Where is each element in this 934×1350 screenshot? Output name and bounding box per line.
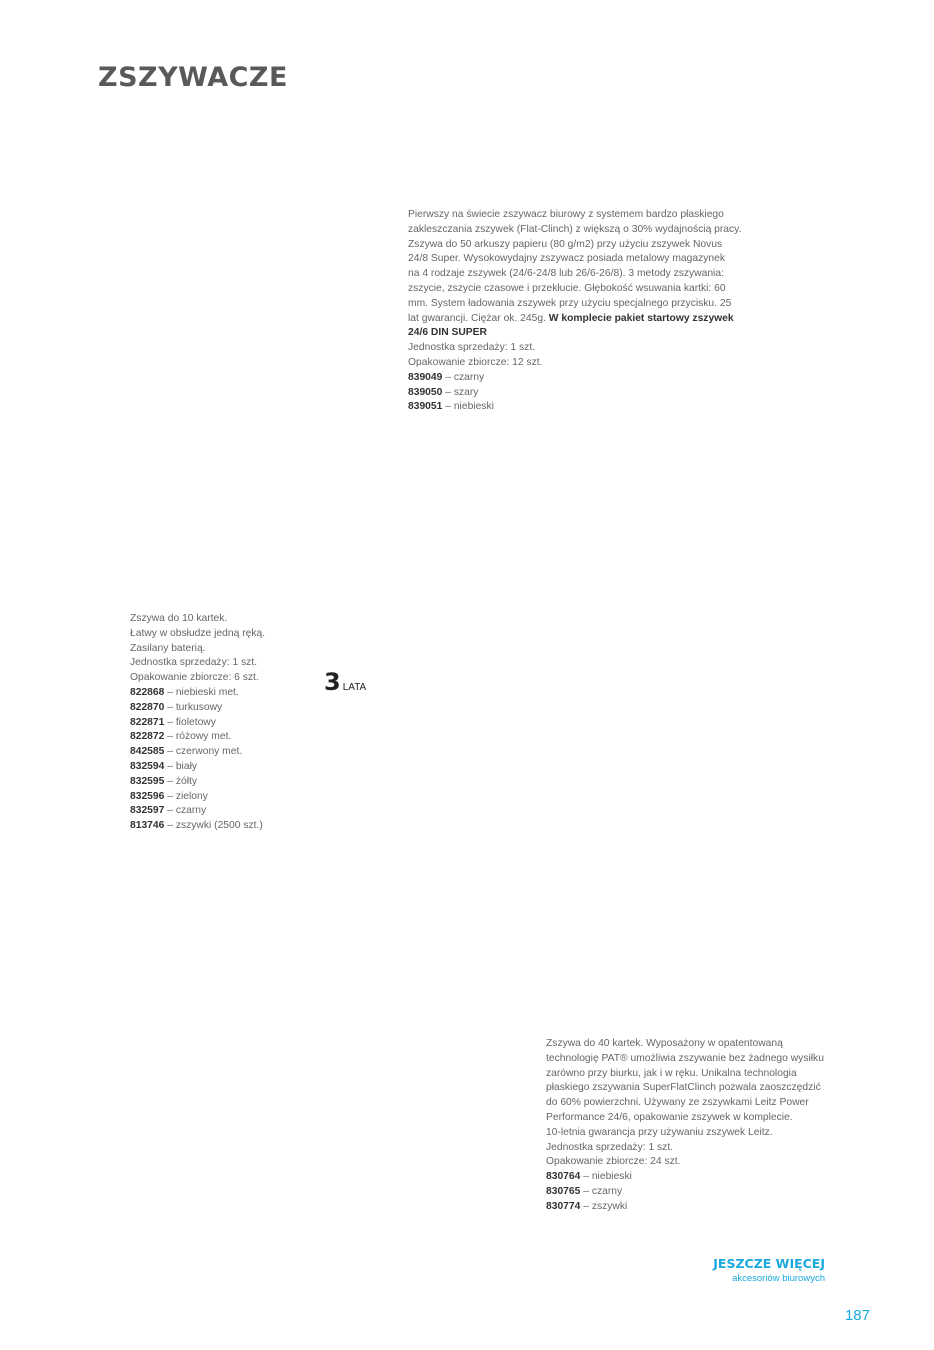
variant-label: – fioletowy [164, 716, 216, 728]
product-code: 839050 [408, 386, 443, 398]
variant-row: 842585 – czerwony met. [130, 745, 300, 760]
product-code: 830764 [546, 1171, 581, 1183]
variant-row: 832597 – czarny [130, 804, 300, 819]
warranty-unit: LATA [342, 682, 367, 693]
desc-line: Zszywa do 10 kartek. [130, 613, 228, 624]
variant-label: – różowy met. [164, 731, 232, 743]
variant-label: – czerwony met. [164, 746, 243, 758]
desc-line: lat gwarancji. Ciężar ok. 245g. W komple… [408, 312, 748, 327]
product-code: 830774 [546, 1200, 581, 1212]
bulk-pack: Opakowanie zbiorcze: 24 szt. [546, 1156, 681, 1168]
desc-line: mm. System ładowania zszywek przy użyciu… [408, 297, 732, 309]
variant-row: 839049 – czarny [408, 371, 748, 386]
variant-row: 830765 – czarny [546, 1185, 836, 1200]
warranty-number: 3 [324, 668, 341, 696]
product-code: 832596 [130, 790, 165, 802]
product-code: 832595 [130, 775, 165, 787]
desc-line: Łatwy w obsłudze jedną ręką. [130, 627, 266, 639]
unit-sale: Jednostka sprzedaży: 1 szt. [546, 1141, 674, 1153]
page-number: 187 [844, 1307, 870, 1324]
more-accessories-link[interactable]: JESZCZE WIĘCEJ [713, 1256, 825, 1271]
variant-row: 832596 – zielony [130, 790, 300, 805]
product-code: 822868 [130, 686, 165, 698]
unit-sale: Jednostka sprzedaży: 1 szt. [130, 657, 258, 669]
variant-row: 839051 – niebieski [408, 400, 748, 415]
desc-line: Pierwszy na świecie zszywacz biurowy z s… [408, 209, 724, 220]
kit-info-continuation: 24/6 DIN SUPER [408, 327, 487, 339]
bulk-pack: Opakowanie zbiorcze: 12 szt. [408, 356, 543, 368]
more-accessories-subtitle: akcesoriów biurowych [732, 1273, 825, 1284]
variant-label: – zszywki [580, 1200, 628, 1212]
variant-label: – turkusowy [164, 701, 223, 713]
desc-line: 10-letnia gwarancja przy używaniu zszywe… [546, 1126, 773, 1138]
desc-line: technologię PAT® umożliwia zszywanie bez… [546, 1052, 824, 1064]
desc-line: zakleszczania zszywek (Flat-Clinch) z wi… [408, 223, 742, 235]
variant-row: 830764 – niebieski [546, 1170, 836, 1185]
product-code: 830765 [546, 1185, 581, 1197]
product-description-3: Zszywa do 40 kartek. Wyposażony w opaten… [546, 1037, 836, 1215]
variant-label: – czarny [442, 371, 485, 383]
product-code: 839049 [408, 371, 443, 383]
variant-row: 832595 – żółty [130, 775, 300, 790]
desc-line: Zszywa do 40 kartek. Wyposażony w opaten… [546, 1038, 783, 1049]
product-code: 813746 [130, 820, 165, 832]
desc-line: na 4 rodzaje zszywek (24/6-24/8 lub 26/6… [408, 268, 724, 280]
variant-row: 822872 – różowy met. [130, 730, 300, 745]
product-description-1: Pierwszy na świecie zszywacz biurowy z s… [408, 208, 748, 415]
kit-info: W komplecie pakiet startowy zszywek [548, 312, 734, 324]
variant-label: – żółty [164, 775, 197, 787]
product-code: 822870 [130, 701, 165, 713]
variant-label: – niebieski met. [164, 686, 239, 698]
variant-label: – biały [164, 760, 198, 772]
page-title: ZSZYWACZE [98, 62, 288, 93]
desc-line: 24/8 Super. Wysokowydajny zszywacz posia… [408, 253, 725, 265]
variant-row: 822871 – fioletowy [130, 716, 300, 731]
desc-line: zszycie, zszycie czasowe i przekłucie. G… [408, 282, 726, 294]
variant-label: – zszywki (2500 szt.) [164, 820, 263, 832]
variant-label: – czarny [164, 805, 207, 817]
variant-label: – szary [442, 386, 479, 398]
product-code: 839051 [408, 401, 443, 413]
variant-label: – niebieski [442, 401, 494, 413]
product-code: 832597 [130, 805, 165, 817]
variant-label: – zielony [164, 790, 208, 802]
desc-line: Zszywa do 50 arkuszy papieru (80 g/m2) p… [408, 238, 723, 250]
variant-row: 813746 – zszywki (2500 szt.) [130, 819, 300, 834]
variant-row: 822870 – turkusowy [130, 701, 300, 716]
desc-text: lat gwarancji. Ciężar ok. 245g. [408, 312, 549, 324]
product-description-2: Zszywa do 10 kartek. Łatwy w obsłudze je… [130, 612, 300, 834]
bulk-pack: Opakowanie zbiorcze: 6 szt. [130, 672, 259, 684]
variant-label: – niebieski [580, 1171, 632, 1183]
product-code: 832594 [130, 760, 165, 772]
desc-line: płaskiego zszywania SuperFlatClinch pozw… [546, 1082, 821, 1094]
variant-row: 832594 – biały [130, 760, 300, 775]
desc-line: do 60% powierzchni. Używany ze zszywkami… [546, 1097, 809, 1109]
desc-line: Performance 24/6, opakowanie zszywek w k… [546, 1111, 793, 1123]
product-code: 822871 [130, 716, 165, 728]
unit-sale: Jednostka sprzedaży: 1 szt. [408, 342, 536, 354]
desc-line: zarówno przy biurku, jak i w ręku. Unika… [546, 1067, 797, 1079]
variant-row: 822868 – niebieski met. [130, 686, 300, 701]
variant-row: 839050 – szary [408, 386, 748, 401]
variant-row: 830774 – zszywki [546, 1200, 836, 1215]
desc-line: Zasilany baterią. [130, 642, 206, 654]
product-code: 822872 [130, 731, 165, 743]
variant-label: – czarny [580, 1185, 623, 1197]
product-code: 842585 [130, 746, 165, 758]
